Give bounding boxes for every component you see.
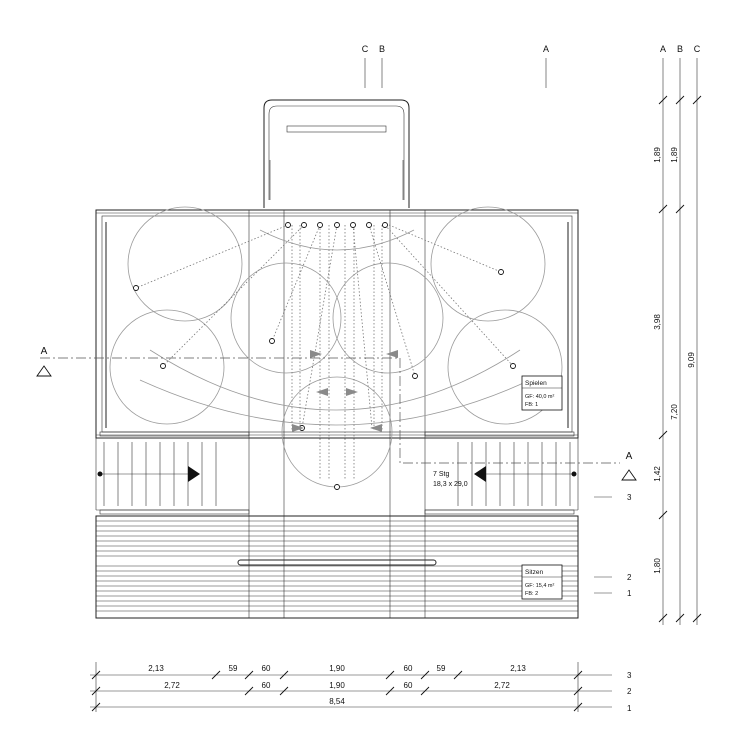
grid-label-b-right: B [677,44,683,54]
room-label-spielen: Spielen GF: 40,0 m² FB: 1 [521,375,563,411]
stair-left [97,442,217,506]
railings [99,431,575,515]
section-label-left: A [41,346,48,357]
dim-row3-2: 60 [262,664,271,673]
dim-row1-0: 8,54 [329,697,345,706]
dim-row-label-2: 2 [627,687,632,696]
stair-right [457,442,577,506]
anchor-points [133,222,516,490]
stair-steps: 7 Stg [433,471,449,478]
dim-col1-0: 1,89 [653,147,662,163]
room-gf-sitzen: GF: 15,4 m² [525,583,555,589]
section-label-right: A [626,451,633,462]
dim-row-label-1: 1 [627,704,632,713]
dim-col2-1: 7,20 [670,404,679,420]
dim-row-label-3: 3 [627,671,632,680]
dim-row3-4: 60 [404,664,413,673]
room-fb-spielen: FB: 1 [525,402,538,408]
dim-row2-0: 2,72 [164,681,180,690]
level-mark-1: 1 [627,589,632,598]
horizontal-dimensions: 2,13 59 60 1,90 60 59 2,13 3 2,72 60 1,9… [90,662,632,713]
dim-row3-5: 59 [437,664,446,673]
top-grid-axes: C B A [362,44,549,88]
seating-steps [96,520,578,612]
dim-col1-1: 3,98 [653,314,662,330]
room-name-spielen: Spielen [525,380,547,387]
dim-col1-2: 1,42 [653,466,662,482]
play-circles [109,206,563,488]
grid-label-a-right: A [660,44,666,54]
dim-row2-4: 2,72 [494,681,510,690]
dim-row2-1: 60 [262,681,271,690]
dim-row3-1: 59 [229,664,238,673]
room-name-sitzen: Sitzen [525,569,543,576]
dim-row3-3: 1,90 [329,664,345,673]
level-mark-2: 2 [627,573,632,582]
grid-label-c-right: C [694,44,701,54]
dim-row3-0: 2,13 [148,664,164,673]
dim-col1-3: 1,80 [653,558,662,574]
grid-label-a-top: A [543,44,549,54]
dim-col2-0: 1,89 [670,147,679,163]
section-line: A A [36,346,637,481]
grid-label-b-top: B [379,44,385,54]
rope-lines [135,224,514,480]
stair-note: 7 Stg 18,3 x 29,0 [433,471,468,488]
dim-row2-3: 60 [404,681,413,690]
room-gf-spielen: GF: 40,0 m² [525,394,555,400]
dim-col3-0: 9,09 [687,352,696,368]
level-marks: 3 2 1 [594,493,632,598]
dim-row3-6: 2,13 [510,664,526,673]
stair-size: 18,3 x 29,0 [433,481,468,488]
room-label-sitzen: Sitzen GF: 15,4 m² FB: 2 [521,564,563,600]
grid-label-c-top: C [362,44,369,54]
dim-row2-2: 1,90 [329,681,345,690]
vertical-dimensions: A B C 1,89 3,98 1,42 1,80 1,89 7,20 9,09 [653,44,702,625]
room-fb-sitzen: FB: 2 [525,591,538,597]
level-mark-3: 3 [627,493,632,502]
flow-arrows [292,350,398,432]
